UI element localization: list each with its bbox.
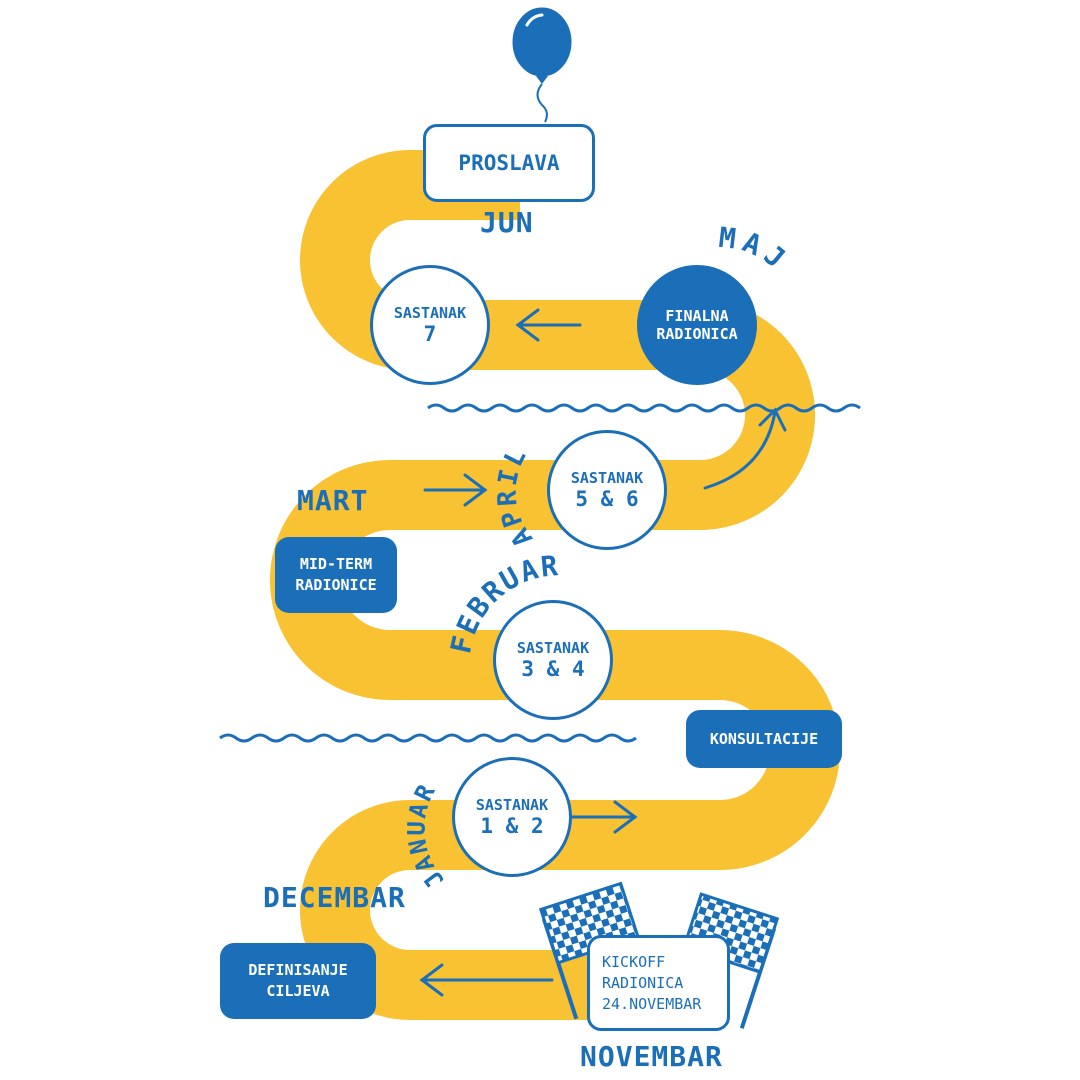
arrow-right-januar [568, 800, 638, 834]
milestone-sastanak-7: SASTANAK 7 [370, 265, 490, 385]
month-label-decembar: DECEMBAR [263, 881, 406, 914]
month-label-jun: JUN [480, 206, 534, 239]
milestone-proslava: PROSLAVA [423, 124, 595, 202]
arrow-left-bottom [419, 963, 554, 997]
arrow-right-april [423, 473, 488, 507]
month-label-maj: MAJ [717, 221, 796, 278]
milestone-sastanak-1-2: SASTANAK 1 & 2 [452, 757, 572, 877]
balloon-icon [512, 7, 572, 123]
arrow-left-top [515, 308, 582, 342]
milestone-sastanak-5-6: SASTANAK 5 & 6 [547, 430, 667, 550]
milestone-kickoff-radionica: KICKOFF RADIONICA 24.NOVEMBAR [587, 935, 730, 1031]
arrow-curve-up [703, 407, 787, 490]
month-label-mart: MART [297, 484, 369, 517]
wave-divider-upper [427, 403, 861, 413]
milestone-definisanje-ciljeva: DEFINISANJE CILJEVA [220, 943, 376, 1019]
month-label-novembar: NOVEMBAR [580, 1040, 723, 1073]
milestone-finalna-radionica: FINALNA RADIONICA [637, 265, 757, 385]
wave-divider-lower [219, 733, 637, 743]
milestone-sastanak-3-4: SASTANAK 3 & 4 [493, 600, 613, 720]
milestone-konsultacije: KONSULTACIJE [686, 710, 842, 768]
milestone-mid-term-radionice: MID-TERM RADIONICE [275, 537, 397, 613]
